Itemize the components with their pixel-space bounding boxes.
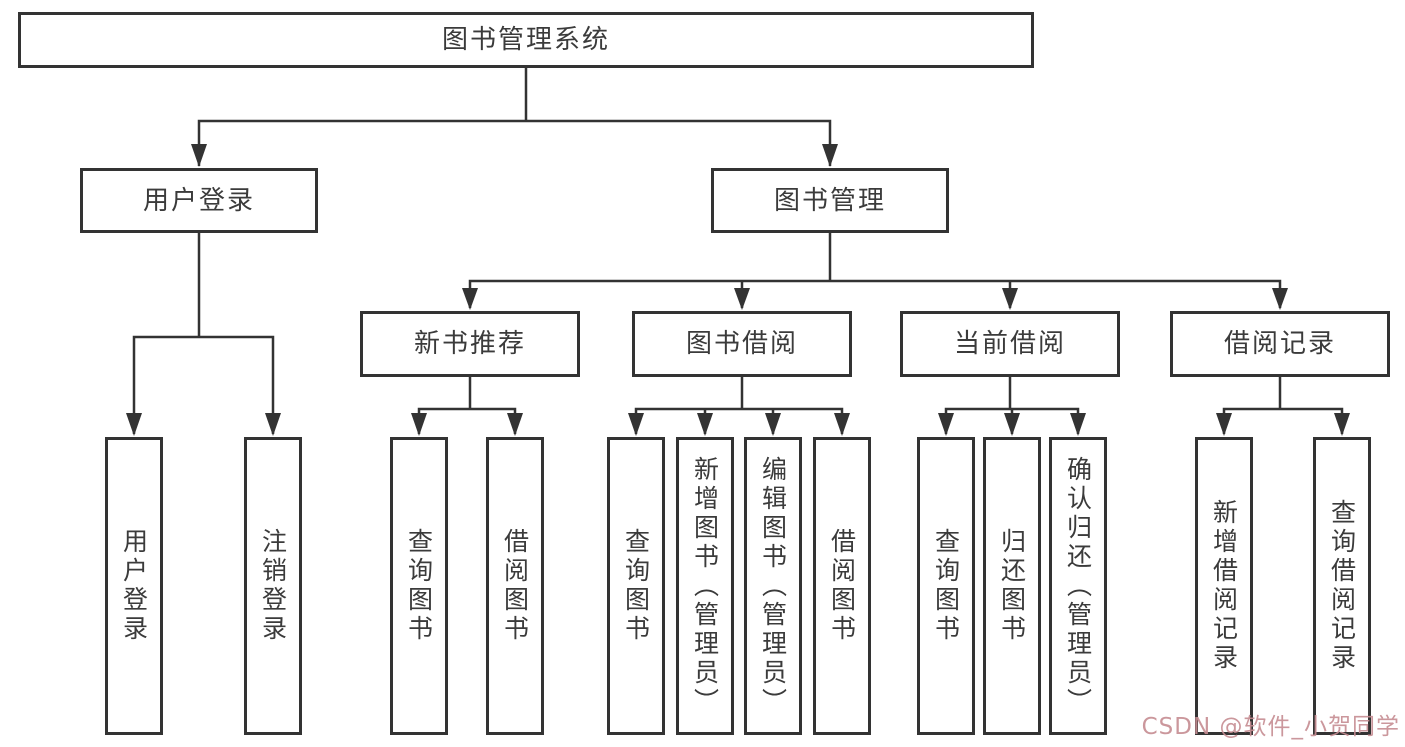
node-leaf-user-login-label: 用户登录 [119, 528, 149, 644]
node-leaf-nbr-borrow-books-label: 借阅图书 [500, 528, 530, 644]
node-book-management: 图书管理 [711, 168, 949, 233]
edge-br-branch [1222, 407, 1344, 434]
node-leaf-nbr-query-books: 查询图书 [390, 437, 448, 735]
node-leaf-logout-label: 注销登录 [258, 528, 288, 644]
node-leaf-br-query-record: 查询借阅记录 [1313, 437, 1371, 735]
node-new-book-recommend: 新书推荐 [360, 311, 580, 377]
arrowheads [126, 144, 1350, 436]
node-book-borrow-label: 图书借阅 [685, 329, 798, 359]
node-leaf-cb-query-books: 查询图书 [917, 437, 975, 735]
node-root-label: 图书管理系统 [441, 25, 610, 55]
edge-bookmgmt-branch [468, 279, 1282, 308]
node-leaf-logout: 注销登录 [244, 437, 302, 735]
node-borrow-records: 借阅记录 [1170, 311, 1390, 377]
node-leaf-cb-confirm-return-admin: 确认归还（管理员） [1049, 437, 1107, 735]
edge-bb-branch [634, 407, 844, 434]
node-leaf-br-add-record: 新增借阅记录 [1195, 437, 1253, 735]
node-leaf-bb-borrow-books: 借阅图书 [813, 437, 871, 735]
node-leaf-nbr-borrow-books: 借阅图书 [486, 437, 544, 735]
node-book-borrow: 图书借阅 [632, 311, 852, 377]
node-book-management-label: 图书管理 [773, 185, 886, 216]
node-leaf-br-query-record-label: 查询借阅记录 [1327, 499, 1357, 673]
edge-userlogin-branch [132, 335, 275, 434]
node-leaf-nbr-query-books-label: 查询图书 [404, 528, 434, 644]
node-current-borrow-label: 当前借阅 [953, 329, 1066, 359]
edge-root-branch [197, 119, 832, 166]
node-leaf-bb-query-books: 查询图书 [607, 437, 665, 735]
node-leaf-bb-add-books-admin-label: 新增图书（管理员） [690, 455, 720, 717]
node-leaf-cb-return-books-label: 归还图书 [997, 528, 1027, 644]
node-root: 图书管理系统 [18, 12, 1034, 68]
node-current-borrow: 当前借阅 [900, 311, 1120, 377]
node-borrow-records-label: 借阅记录 [1223, 329, 1336, 359]
node-user-login: 用户登录 [80, 168, 318, 233]
node-leaf-bb-edit-books-admin: 编辑图书（管理员） [744, 437, 802, 735]
node-leaf-br-add-record-label: 新增借阅记录 [1209, 499, 1239, 673]
node-user-login-label: 用户登录 [142, 185, 255, 216]
node-leaf-bb-add-books-admin: 新增图书（管理员） [676, 437, 734, 735]
node-leaf-cb-query-books-label: 查询图书 [931, 528, 961, 644]
node-leaf-bb-query-books-label: 查询图书 [621, 528, 651, 644]
node-leaf-user-login: 用户登录 [105, 437, 163, 735]
node-leaf-cb-return-books: 归还图书 [983, 437, 1041, 735]
node-leaf-cb-confirm-return-admin-label: 确认归还（管理员） [1063, 455, 1093, 717]
edge-nbr-branch [417, 407, 517, 434]
node-leaf-bb-edit-books-admin-label: 编辑图书（管理员） [758, 455, 788, 717]
node-new-book-recommend-label: 新书推荐 [413, 329, 526, 359]
node-leaf-bb-borrow-books-label: 借阅图书 [827, 528, 857, 644]
